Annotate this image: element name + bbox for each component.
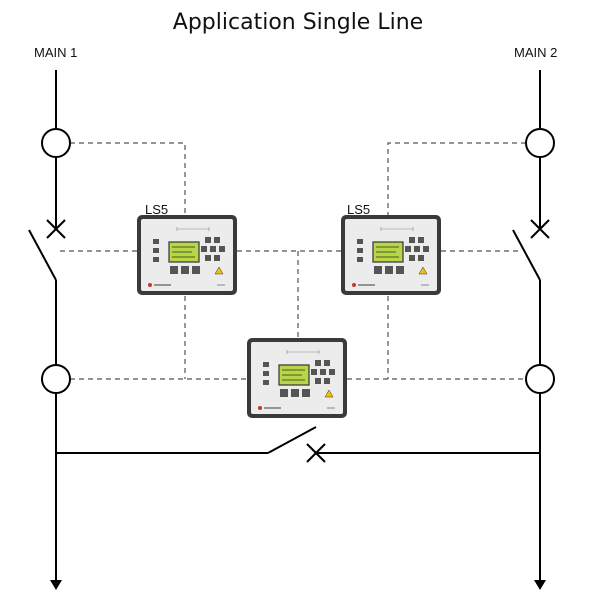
main-1-label: MAIN 1 [34, 45, 78, 60]
breaker-x-icon [530, 219, 550, 239]
tie-breaker-x-icon [306, 443, 326, 463]
main-2-bus [512, 70, 541, 580]
current-transformer-icon [41, 128, 71, 158]
ls5-controller-1 [136, 214, 238, 296]
current-transformer-icon [41, 364, 71, 394]
dashed-connections [60, 142, 526, 380]
arrow-down-icon [50, 580, 62, 590]
tie-bus [56, 426, 540, 454]
main-1-bus [28, 70, 57, 580]
main-2-label: MAIN 2 [514, 45, 558, 60]
ls5-controller-3 [246, 337, 348, 419]
device-2-label: LS5 [347, 202, 371, 217]
device-1-label: LS5 [145, 202, 169, 217]
arrow-down-icon [534, 580, 546, 590]
current-transformer-icon [525, 364, 555, 394]
ls5-controller-2 [340, 214, 442, 296]
breaker-x-icon [46, 219, 66, 239]
current-transformer-icon [525, 128, 555, 158]
diagram-title: Application Single Line [172, 10, 424, 35]
